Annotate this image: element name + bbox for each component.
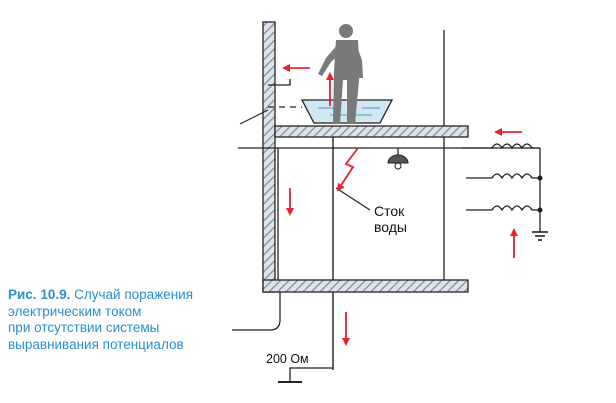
pipe-to-wall xyxy=(239,109,269,125)
caption-line4: выравнивания потенциалов xyxy=(8,336,184,352)
left-wall xyxy=(262,21,276,293)
current-arrows xyxy=(282,64,522,346)
lightning-bolt xyxy=(336,147,359,192)
drain-leader xyxy=(335,187,371,211)
earth-conductor xyxy=(289,367,333,382)
transformer-coils xyxy=(462,143,541,232)
drain-label-line1: Сток xyxy=(374,203,405,219)
neutral-junction xyxy=(537,175,543,181)
caption-line2: электрическим током xyxy=(8,303,142,319)
caption-line1: Случай поражения xyxy=(74,287,193,302)
drain-label-line2: воды xyxy=(374,219,407,235)
resistance-label: 200 Ом xyxy=(266,352,309,366)
figure-caption: Рис. 10.9. Случай поражения электрически… xyxy=(8,287,238,353)
source-earth-symbol xyxy=(532,231,548,241)
lower-floor-slab xyxy=(262,279,469,293)
ceiling-lamp xyxy=(387,148,409,170)
upper-floor-slab xyxy=(274,125,469,138)
ground-conductor xyxy=(232,292,281,331)
caption-line3: при отсутствии системы xyxy=(8,320,160,335)
person-silhouette xyxy=(318,24,363,124)
neutral-junction xyxy=(537,207,543,213)
faucet xyxy=(268,79,291,86)
figure-number: Рис. 10.9. xyxy=(8,287,71,302)
